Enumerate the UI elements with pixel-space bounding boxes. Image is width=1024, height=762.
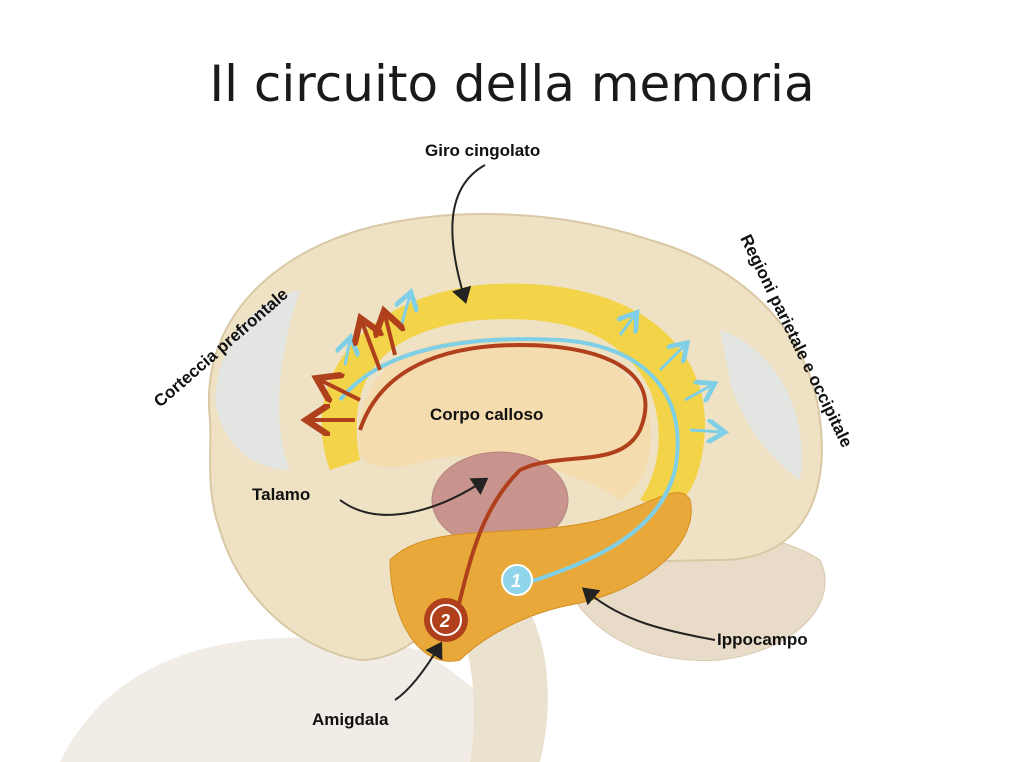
- label-amigdala: Amigdala: [312, 710, 389, 729]
- slide-title: Il circuito della memoria: [209, 55, 815, 113]
- leader-arrows: [339, 164, 716, 701]
- label-ippocampo: Ippocampo: [717, 630, 808, 649]
- label-giro-cingolato: Giro cingolato: [425, 141, 540, 160]
- frontal-highlight: [215, 290, 300, 470]
- marker-1-text: 1: [511, 571, 521, 591]
- red-pathway: [358, 342, 648, 621]
- label-corpo-calloso: Corpo calloso: [430, 405, 543, 424]
- cingulate-gyrus: [321, 283, 705, 510]
- marker-2-text: 2: [439, 611, 450, 631]
- label-talamo: Talamo: [252, 485, 310, 504]
- marker-1: [501, 564, 533, 596]
- brainstem-shadow: [60, 637, 540, 762]
- blue-pathway: [338, 337, 680, 587]
- occipital-highlight: [720, 330, 802, 480]
- blue-arrows: [345, 295, 722, 432]
- red-arrows: [310, 315, 395, 420]
